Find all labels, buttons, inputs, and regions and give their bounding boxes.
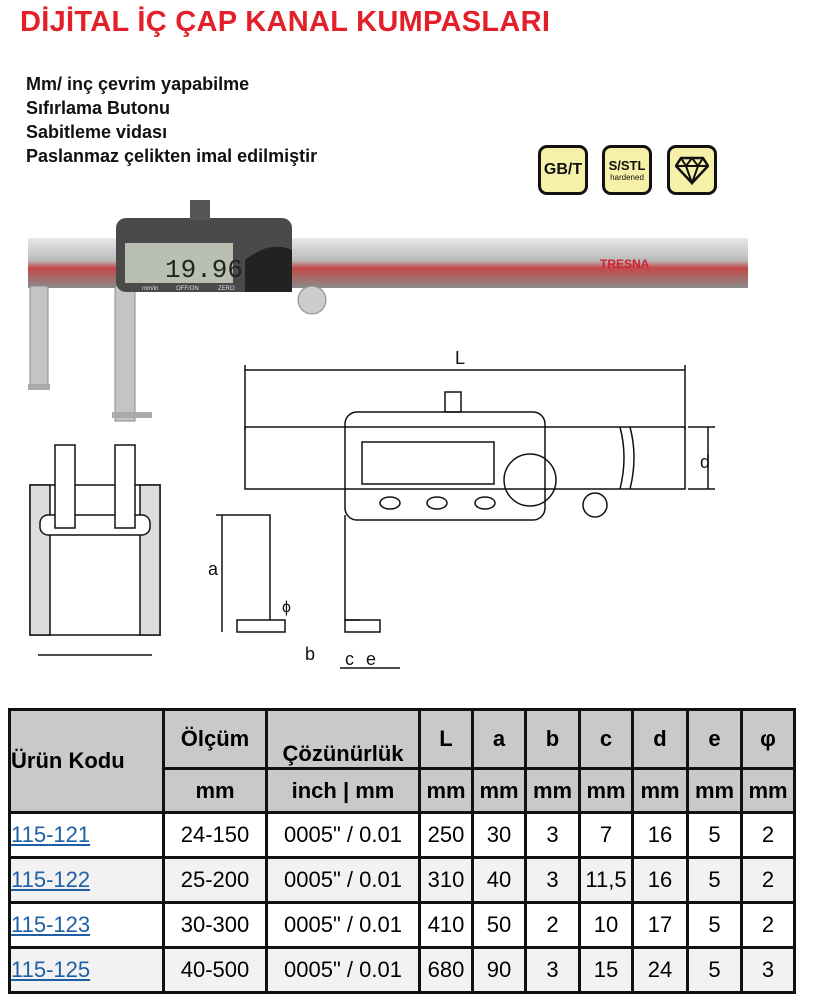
cell-c: 10 xyxy=(578,901,634,949)
label-c: c xyxy=(345,649,354,669)
diamond-icon xyxy=(667,145,717,195)
header-code: Ürün Kodu xyxy=(8,708,165,814)
header-phi: φ xyxy=(740,708,796,770)
display-value: 19.96 xyxy=(165,255,243,285)
cell-b: 3 xyxy=(524,946,581,994)
cell-b: 3 xyxy=(524,856,581,904)
cell-a: 50 xyxy=(471,901,527,949)
label-e: e xyxy=(366,649,376,669)
feature-item: Paslanmaz çelikten imal edilmiştir xyxy=(26,146,318,166)
header-e: e xyxy=(686,708,743,770)
cell-e: 5 xyxy=(686,856,743,904)
cell-d: 16 xyxy=(631,811,689,859)
product-code-link[interactable]: 115-125 xyxy=(11,957,91,982)
feature-item: Sıfırlama Butonu xyxy=(26,98,171,118)
header-a: a xyxy=(471,708,527,770)
label-L: L xyxy=(455,348,465,368)
cell-c: 11,5 xyxy=(578,856,634,904)
cell-d: 24 xyxy=(631,946,689,994)
cell-phi: 2 xyxy=(740,811,796,859)
product-table: Ürün Kodu Ölçüm Çözünürlük L a b c d e φ… xyxy=(8,708,796,994)
bore-cross-section xyxy=(29,444,161,656)
header-b: b xyxy=(524,708,581,770)
product-photo: 19.96 mm/in OFF/ON ZERO TRESNA xyxy=(28,200,748,422)
cell-d: 16 xyxy=(631,856,689,904)
header-resolution: Çözünürlük xyxy=(265,708,421,770)
cell-c: 7 xyxy=(578,811,634,859)
header-c: c xyxy=(578,708,634,770)
badge-label: S/STL xyxy=(608,158,646,173)
cell-L: 310 xyxy=(418,856,474,904)
cell-code: 115-125 xyxy=(8,946,165,994)
cell-phi: 2 xyxy=(740,901,796,949)
unit-L: mm xyxy=(418,767,474,814)
mode-button-label: mm/in xyxy=(142,286,158,292)
cell-a: 40 xyxy=(471,856,527,904)
unit-range: mm xyxy=(162,767,268,814)
cell-c: 15 xyxy=(578,946,634,994)
feature-list: Mm/ inç çevrim yapabilme Sıfırlama Buton… xyxy=(26,72,317,168)
cell-resolution: 0005" / 0.01 xyxy=(265,901,421,949)
cell-b: 2 xyxy=(524,901,581,949)
cell-e: 5 xyxy=(686,811,743,859)
cell-L: 680 xyxy=(418,946,474,994)
gbt-badge: GB/T xyxy=(538,145,588,195)
cell-code: 115-122 xyxy=(8,856,165,904)
power-button-label: OFF/ON xyxy=(176,286,199,292)
cell-range: 24-150 xyxy=(162,811,268,859)
unit-d: mm xyxy=(631,767,689,814)
cell-range: 30-300 xyxy=(162,901,268,949)
product-code-link[interactable]: 115-123 xyxy=(11,912,91,937)
cell-L: 250 xyxy=(418,811,474,859)
cell-resolution: 0005" / 0.01 xyxy=(265,946,421,994)
cell-code: 115-121 xyxy=(8,811,165,859)
label-phi: ϕ xyxy=(282,599,291,616)
header-L: L xyxy=(418,708,474,770)
page-title: DİJİTAL İÇ ÇAP KANAL KUMPASLARI xyxy=(20,6,551,38)
lcd-screen xyxy=(125,243,233,283)
cell-e: 5 xyxy=(686,946,743,994)
unit-phi: mm xyxy=(740,767,796,814)
cell-range: 25-200 xyxy=(162,856,268,904)
unit-b: mm xyxy=(524,767,581,814)
brand-label: TRESNA xyxy=(600,257,650,271)
unit-a: mm xyxy=(471,767,527,814)
feature-item: Mm/ inç çevrim yapabilme xyxy=(26,74,250,94)
header-d: d xyxy=(631,708,689,770)
cell-phi: 2 xyxy=(740,856,796,904)
unit-e: mm xyxy=(686,767,743,814)
cell-b: 3 xyxy=(524,811,581,859)
cell-a: 30 xyxy=(471,811,527,859)
unit-c: mm xyxy=(578,767,634,814)
cell-resolution: 0005" / 0.01 xyxy=(265,856,421,904)
badge-label: GB/T xyxy=(543,161,583,178)
zero-button-label: ZERO xyxy=(218,286,235,292)
cell-phi: 3 xyxy=(740,946,796,994)
label-a: a xyxy=(208,559,219,579)
cell-code: 115-123 xyxy=(8,901,165,949)
label-d: d xyxy=(700,452,710,472)
cell-e: 5 xyxy=(686,901,743,949)
badge-sub: hardened xyxy=(610,173,644,182)
cell-L: 410 xyxy=(418,901,474,949)
product-code-link[interactable]: 115-121 xyxy=(11,822,91,847)
header-range: Ölçüm xyxy=(162,708,268,770)
label-b: b xyxy=(305,644,315,664)
cell-a: 90 xyxy=(471,946,527,994)
feature-item: Sabitleme vidası xyxy=(26,122,168,142)
cell-range: 40-500 xyxy=(162,946,268,994)
cell-d: 17 xyxy=(631,901,689,949)
technical-drawing: L d a ϕ b c e xyxy=(29,348,715,669)
unit-resolution: inch | mm xyxy=(265,767,421,814)
cell-resolution: 0005" / 0.01 xyxy=(265,811,421,859)
product-code-link[interactable]: 115-122 xyxy=(11,867,91,892)
